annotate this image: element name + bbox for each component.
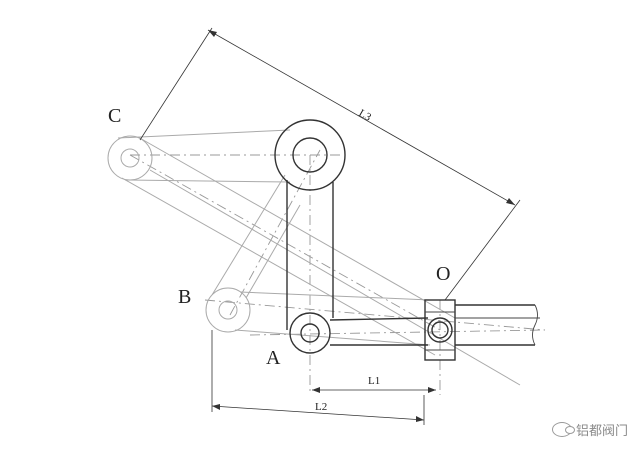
dimension-l3 [139, 27, 521, 301]
label-dim-l3: L3 [357, 107, 374, 124]
wechat-icon [551, 422, 575, 437]
ghost-arm-b [205, 174, 431, 346]
ghost-arm-c [107, 129, 521, 386]
label-point-o: O [436, 263, 450, 285]
arm-position-a [274, 119, 429, 354]
label-dim-l1: L1 [368, 375, 380, 387]
label-point-b: B [178, 286, 191, 308]
pivot-o-block [424, 299, 540, 361]
label-point-c: C [108, 105, 121, 127]
label-dim-l2: L2 [315, 401, 327, 413]
label-point-a: A [266, 347, 281, 369]
center-lines [129, 149, 546, 395]
dimension-l2 [211, 330, 425, 425]
watermark-text: 铝都阀门 [575, 424, 628, 439]
watermark: 铝都阀门 [551, 420, 628, 439]
dimension-l1 [312, 387, 436, 393]
